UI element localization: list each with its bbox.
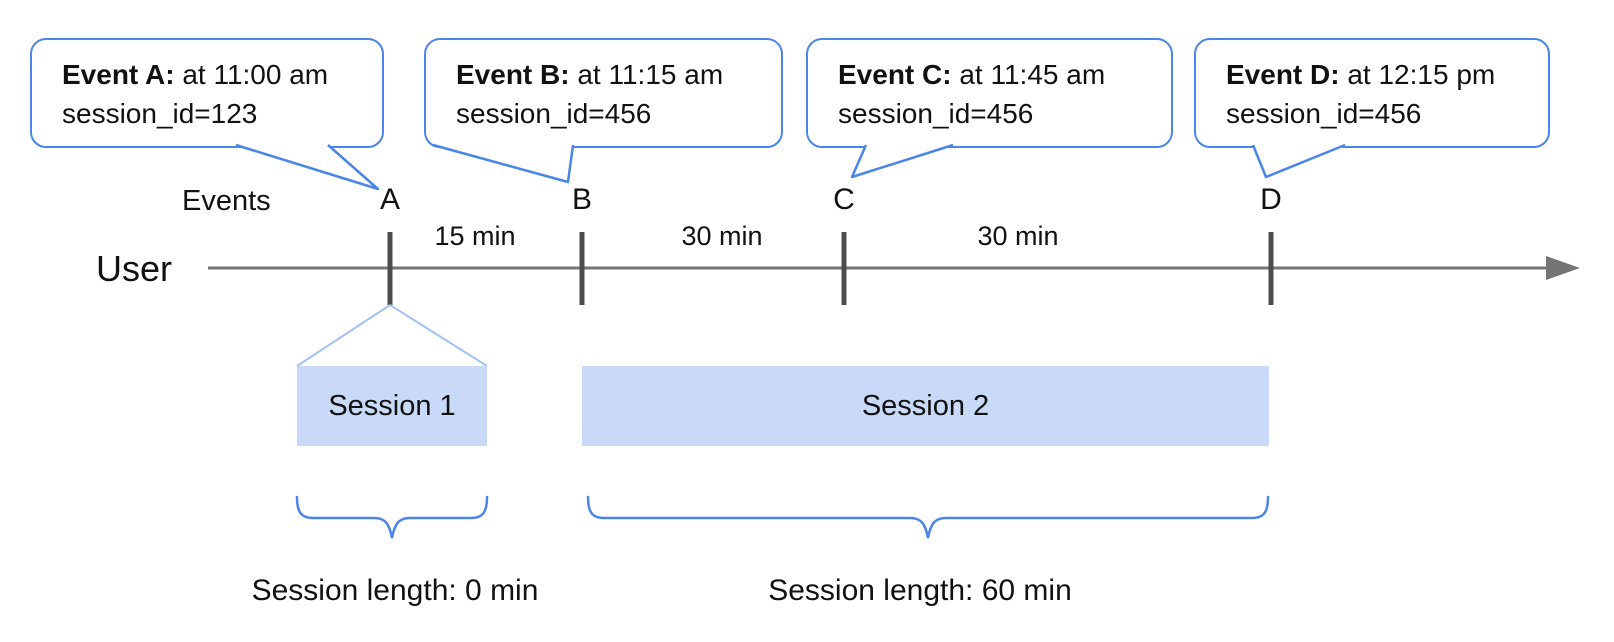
- timeline-axis: [208, 256, 1580, 280]
- event-a-session-id: session_id=123: [62, 98, 258, 129]
- session-1-brace: [295, 495, 489, 539]
- event-b-callout: Event B: at 11:15 am session_id=456: [424, 38, 783, 148]
- session-1-length-label: Session length: 0 min: [251, 574, 539, 607]
- event-a-time: at 11:00 am: [174, 59, 329, 90]
- event-d-time: at 12:15 pm: [1339, 59, 1496, 90]
- event-b-session-id: session_id=456: [456, 98, 652, 129]
- event-d-callout-tail: [1251, 143, 1346, 179]
- event-d-callout-line1: Event D: at 12:15 pm: [1226, 55, 1548, 94]
- session-2-brace: [586, 495, 1270, 539]
- event-a-callout-line1: Event A: at 11:00 am: [62, 55, 382, 94]
- event-d-title: Event D:: [1226, 59, 1340, 90]
- event-c-callout: Event C: at 11:45 am session_id=456: [806, 38, 1173, 148]
- user-axis-label: User: [96, 248, 173, 289]
- event-c-time: at 11:45 am: [951, 59, 1106, 90]
- event-b-letter: B: [571, 183, 593, 216]
- interval-a-b-label: 15 min: [434, 221, 516, 251]
- event-d-letter: D: [1260, 183, 1282, 216]
- interval-b-c-label: 30 min: [681, 221, 763, 251]
- session-2-length-label: Session length: 60 min: [768, 574, 1072, 607]
- event-a-callout-tail: [235, 143, 380, 191]
- event-b-title: Event B:: [456, 59, 570, 90]
- callout-tails: [235, 143, 1346, 191]
- event-d-callout: Event D: at 12:15 pm session_id=456: [1194, 38, 1550, 148]
- session-1-funnel-left-line: [296, 304, 391, 367]
- event-c-session-id: session_id=456: [838, 98, 1034, 129]
- session-1-funnel: [296, 304, 488, 367]
- event-d-session-id: session_id=456: [1226, 98, 1422, 129]
- session-2-label: Session 2: [861, 389, 990, 422]
- event-c-title: Event C:: [838, 59, 952, 90]
- interval-c-d-label: 30 min: [977, 221, 1059, 251]
- timeline-arrowhead-icon: [1546, 256, 1580, 280]
- events-row-label: Events: [182, 185, 271, 217]
- event-c-callout-line1: Event C: at 11:45 am: [838, 55, 1171, 94]
- session-braces: [295, 495, 1270, 539]
- event-a-title: Event A:: [62, 59, 175, 90]
- event-a-letter: A: [379, 183, 401, 216]
- event-b-time: at 11:15 am: [569, 59, 724, 90]
- event-a-callout: Event A: at 11:00 am session_id=123: [30, 38, 384, 148]
- event-b-callout-tail: [432, 143, 575, 184]
- event-c-letter: C: [833, 183, 855, 216]
- session-1-funnel-right-line: [389, 304, 488, 367]
- event-ticks: [387, 232, 1274, 305]
- event-b-callout-line1: Event B: at 11:15 am: [456, 55, 781, 94]
- session-2-box: Session 2: [582, 366, 1269, 446]
- session-1-label: Session 1: [328, 389, 456, 422]
- event-c-callout-tail: [850, 143, 954, 179]
- session-1-box: Session 1: [297, 366, 487, 446]
